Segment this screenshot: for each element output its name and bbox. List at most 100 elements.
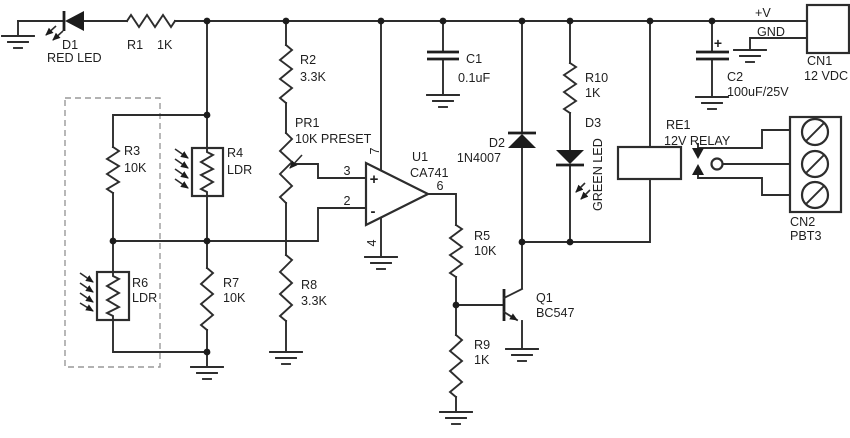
ldr-r4: R4 LDR (174, 146, 252, 198)
r5-ref-label: R5 (474, 229, 490, 243)
u1-ref-label: U1 (412, 150, 428, 164)
capacitor-c2: + C2 100uF/25V (696, 35, 789, 99)
light-arrow-icon (79, 292, 94, 303)
diode-d2: D2 1N4007 (457, 131, 536, 165)
cn2-ref-label: CN2 (790, 215, 815, 229)
light-arrow-icon (174, 168, 189, 179)
light-emission-arrow-icon (52, 30, 64, 41)
resistor-r3: R3 10K (105, 144, 147, 195)
ground-symbols (1, 35, 767, 425)
ldr-r6: R6 LDR (79, 270, 157, 322)
light-emission-arrow-icon (575, 182, 586, 193)
led-d3: D3 GREEN LED (556, 116, 605, 211)
light-emission-arrow-icon (580, 189, 591, 200)
capacitor-c1: C1 0.1uF (427, 50, 491, 85)
q1-ref-label: Q1 (536, 291, 553, 305)
light-arrow-icon (79, 302, 94, 312)
contact-arrow-icon (692, 148, 704, 159)
re1-ref-label: RE1 (666, 118, 691, 132)
d2-value-label: 1N4007 (457, 151, 501, 165)
r2-ref-label: R2 (300, 53, 316, 67)
ground-icon (439, 411, 473, 425)
u1-pin7-label: 7 (368, 147, 382, 154)
light-arrow-icon (79, 282, 94, 293)
r1-ref-label: R1 (127, 38, 143, 52)
u1-pin6-label: 6 (436, 179, 443, 193)
r7-value-label: 10K (223, 291, 246, 305)
relay-re1: RE1 12V RELAY (616, 118, 731, 181)
r4-value-label: LDR (227, 163, 252, 177)
r3-value-label: 10K (124, 161, 147, 175)
pr1-value-label: 10K PRESET (295, 132, 372, 146)
cn1-value-label: 12 VDC (804, 69, 848, 83)
wires (17, 20, 808, 413)
q1-value-label: BC547 (536, 306, 575, 320)
c2-ref-label: C2 (727, 70, 743, 84)
d1-value-label: RED LED (47, 51, 102, 65)
resistor-r1: R1 1K (125, 13, 177, 52)
r8-value-label: 3.3K (301, 294, 328, 308)
junction-dots (109, 17, 716, 356)
resistor-r5: R5 10K (448, 223, 497, 279)
r5-value-label: 10K (474, 244, 497, 258)
c2-value-label: 100uF/25V (727, 85, 789, 99)
d2-ref-label: D2 (489, 136, 505, 150)
wiper-arrow-icon (289, 154, 303, 169)
pr1-ref-label: PR1 (295, 116, 320, 130)
c1-value-label: 0.1uF (458, 71, 491, 85)
resistor-r2: R2 3.3K (278, 43, 327, 105)
resistor-r9: R9 1K (448, 333, 490, 399)
d3-value-label: GREEN LED (591, 138, 605, 211)
u1-pin2-label: 2 (343, 194, 350, 208)
r6-value-label: LDR (132, 291, 157, 305)
light-arrow-icon (174, 178, 189, 189)
r8-ref-label: R8 (301, 278, 317, 292)
r9-ref-label: R9 (474, 338, 490, 352)
ground-icon (733, 49, 767, 63)
d1-ref-label: D1 (62, 38, 78, 52)
contact-arrow-icon (692, 164, 704, 175)
ground-icon (364, 256, 398, 270)
ground-icon (426, 94, 460, 108)
re1-value-label: 12V RELAY (664, 134, 731, 148)
c1-ref-label: C1 (466, 52, 482, 66)
preset-pr1: PR1 10K PRESET (278, 116, 372, 205)
r10-ref-label: R10 (585, 71, 608, 85)
transistor-q1: Q1 BC547 (502, 287, 575, 350)
light-arrow-icon (79, 272, 94, 283)
relay-contacts (692, 148, 724, 175)
d3-ref-label: D3 (585, 116, 601, 130)
led-d1: D1 RED LED (45, 11, 102, 65)
u1-plus-input-sign: + (370, 171, 379, 188)
r9-value-label: 1K (474, 353, 490, 367)
light-arrow-icon (174, 148, 189, 159)
ground-icon (190, 366, 224, 380)
gnd-label: GND (757, 25, 785, 39)
resistor-r7: R7 10K (199, 266, 246, 332)
light-arrow-icon (174, 158, 189, 169)
u1-minus-input-sign: - (371, 203, 376, 220)
u1-value-label: CA741 (410, 166, 449, 180)
ground-icon (269, 351, 303, 365)
vplus-label: +V (755, 6, 771, 20)
ground-icon (505, 348, 539, 362)
contact-pole-icon (710, 157, 724, 171)
u1-pin4-label: 4 (365, 239, 379, 246)
resistor-r8: R8 3.3K (278, 253, 328, 323)
connector-cn1: +V GND CN1 12 VDC (755, 3, 850, 83)
c2-polarity-sign: + (714, 35, 722, 51)
emitter-arrow-icon (502, 310, 519, 322)
r6-ref-label: R6 (132, 276, 148, 290)
u1-pin3-label: 3 (343, 164, 350, 178)
ground-icon (1, 35, 35, 49)
r1-value-label: 1K (157, 38, 173, 52)
connector-cn2: CN2 PBT3 (788, 115, 843, 243)
light-emission-arrow-icon (45, 25, 57, 36)
cn2-value-label: PBT3 (790, 229, 822, 243)
ground-icon (695, 96, 729, 110)
resistor-r10: R10 1K (562, 61, 608, 115)
cn1-ref-label: CN1 (807, 54, 832, 68)
sensor-dashed-box (64, 97, 161, 368)
